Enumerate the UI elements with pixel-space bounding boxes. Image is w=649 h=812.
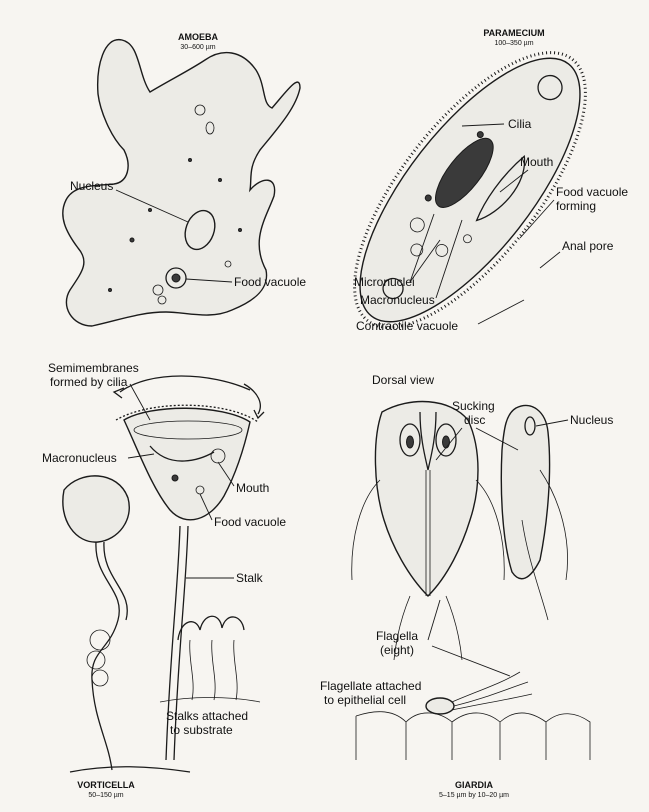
- vorticella-mouth-label: Mouth: [236, 481, 269, 495]
- vorticella-coiled-stalk: [92, 542, 119, 770]
- vorticella-semimembranes-label-1: Semimembranes: [48, 361, 139, 375]
- paramecium-food-vacuole-forming-label-1: Food vacuole: [556, 185, 628, 199]
- giardia-attached-flagellate: [426, 698, 454, 714]
- vorticella-food-vacuole-label: Food vacuole: [214, 515, 286, 529]
- vorticella-colony-inset: [178, 616, 244, 640]
- paramecium-food-vacuole-forming-label-2: forming: [556, 199, 596, 213]
- paramecium-micronuclei-label: Micronuclei: [354, 275, 415, 289]
- giardia-epithelial-cells: [356, 712, 590, 760]
- vorticella-semimembranes-label-2: formed by cilia: [50, 375, 128, 389]
- vorticella-stalks-attached-label-1: Stalks attached: [166, 709, 248, 723]
- giardia-flagellate-attached-label-1: Flagellate attached: [320, 679, 421, 693]
- vorticella-size: 50–150 µm: [88, 792, 123, 799]
- vorticella-stalks-attached-label-2: to substrate: [170, 723, 233, 737]
- paramecium-mouth-label: Mouth: [520, 155, 553, 169]
- giardia-nucleus-label: Nucleus: [570, 413, 613, 427]
- giardia-dorsal-view-label: Dorsal view: [372, 373, 434, 387]
- vorticella-macronucleus-label: Macronucleus: [42, 451, 117, 465]
- giardia-size: 5–15 µm by 10–20 µm: [439, 792, 509, 799]
- giardia-dorsal-body: [375, 402, 478, 596]
- vorticella-contracted: [63, 476, 129, 542]
- amoeba-size: 30–600 µm: [180, 44, 215, 51]
- amoeba-food-vacuole-label: Food vacuole: [234, 275, 306, 289]
- giardia-title: GIARDIA: [455, 780, 494, 790]
- amoeba-nucleus-label: Nucleus: [70, 179, 113, 193]
- paramecium-cilia-label: Cilia: [508, 117, 532, 131]
- vorticella-arrow-left: [120, 376, 250, 392]
- paramecium-macronucleus-label: Macronucleus: [360, 293, 435, 307]
- giardia-flagella-label-1: Flagella: [376, 629, 418, 643]
- giardia-flagellate-attached-label-2: to epithelial cell: [324, 693, 406, 707]
- giardia-sucking-disc-label-1: Sucking: [452, 399, 495, 413]
- paramecium-contractile-vacuole-label: Contractile vacuole: [356, 319, 458, 333]
- vorticella-title: VORTICELLA: [77, 780, 135, 790]
- paramecium-anal-pore-label: Anal pore: [562, 239, 614, 253]
- paramecium-title: PARAMECIUM: [483, 28, 544, 38]
- giardia-sucking-disc-label-2: disc: [464, 413, 485, 427]
- paramecium-size: 100–350 µm: [494, 40, 533, 47]
- giardia-flagella-label-2: (eight): [380, 643, 414, 657]
- amoeba-title: AMOEBA: [178, 32, 218, 42]
- vorticella-stalk-label: Stalk: [236, 571, 264, 585]
